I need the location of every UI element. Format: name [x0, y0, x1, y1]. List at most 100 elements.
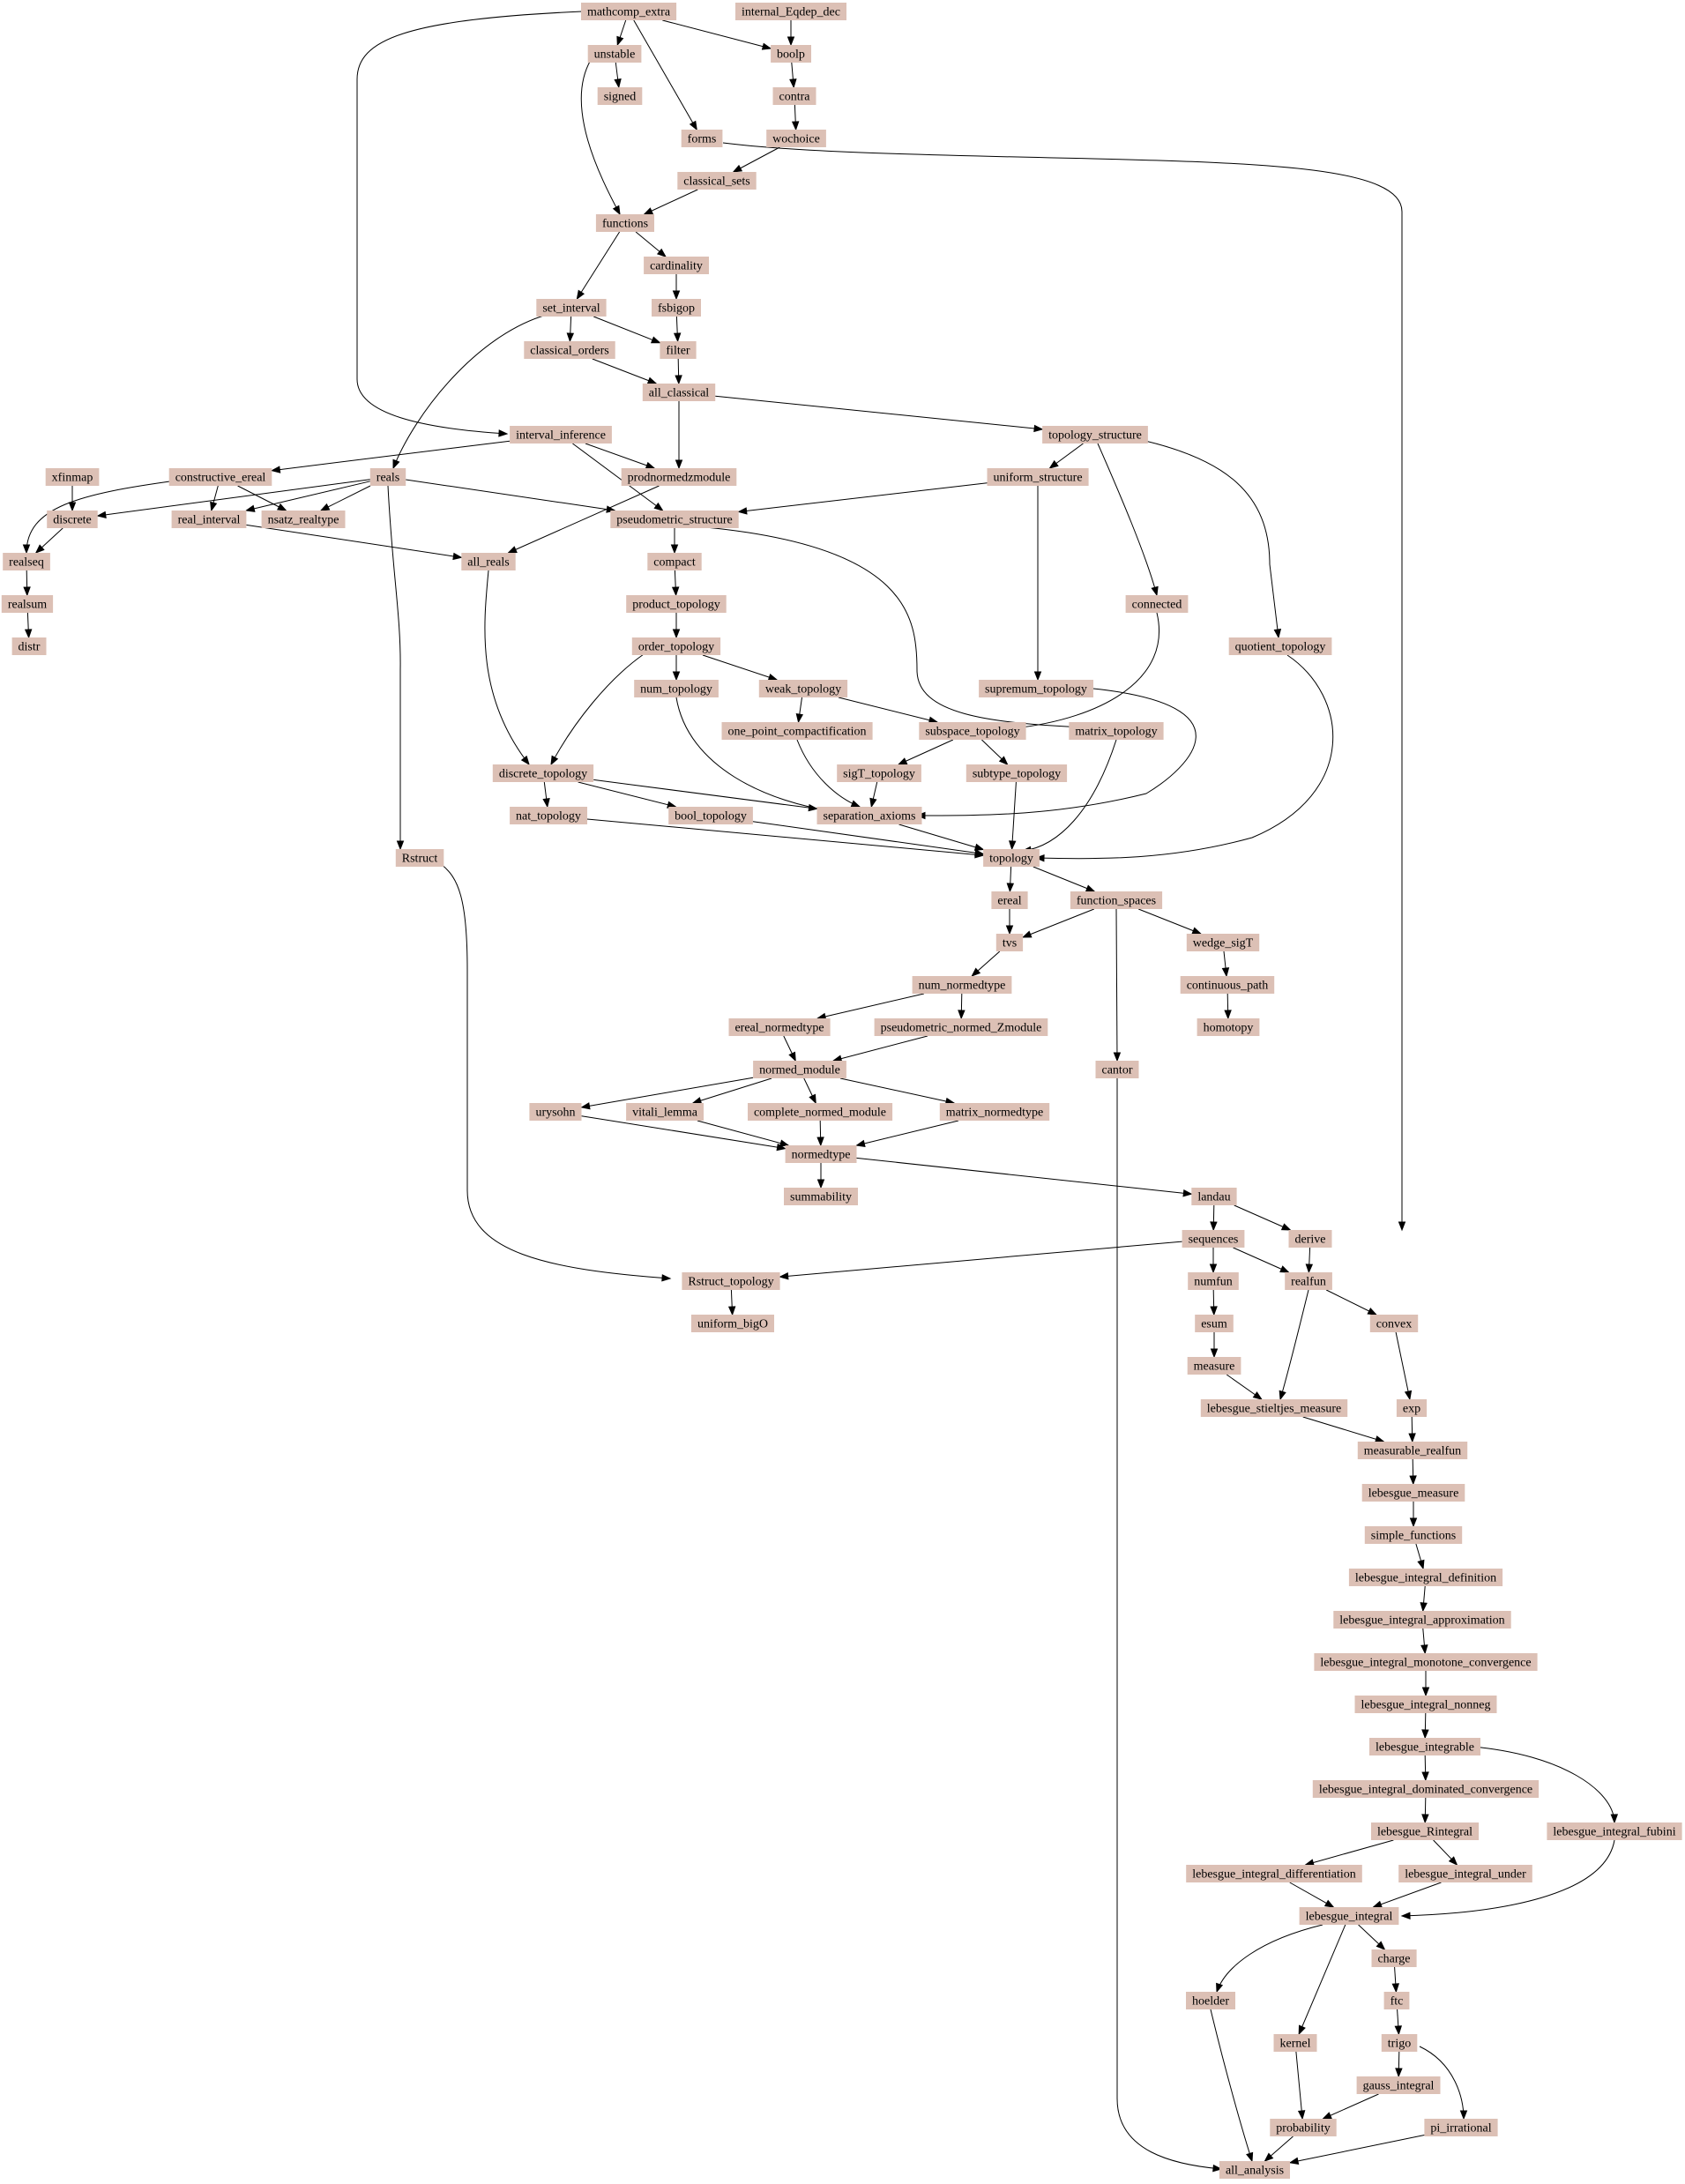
edge-num-normedtype-to-ereal-normedtype	[816, 993, 925, 1021]
node-numfun: numfun	[1188, 1272, 1239, 1290]
edge-set-interval-to-filter	[593, 316, 661, 344]
edge-ereal-normedtype-to-normed-module	[783, 1035, 796, 1062]
node-label: Rstruct_topology	[688, 1276, 773, 1289]
edge-wochoice-to-classical-sets	[732, 146, 780, 173]
edge-continuous-path-to-homotopy	[1224, 993, 1232, 1020]
edge-normedtype-to-landau	[856, 1157, 1193, 1197]
node-box	[1371, 1949, 1417, 1967]
edge-line	[738, 482, 988, 512]
edge-constructive-ereal-to-nsatz-realtype	[237, 485, 287, 511]
node-label: function_spaces	[1077, 895, 1156, 908]
arrowhead	[1006, 883, 1015, 893]
node-label: exp	[1403, 1403, 1420, 1416]
arrowhead	[1221, 967, 1230, 978]
node-box	[690, 1315, 774, 1332]
edge-line	[898, 824, 984, 850]
node-lebesgue-integral: lebesgue_integral	[1299, 1907, 1399, 1925]
node-realsum: realsum	[1, 595, 54, 613]
node-ereal: ereal	[991, 891, 1028, 909]
node-lebesgue-stieltjes-measure: lebesgue_stieltjes_measure	[1200, 1399, 1348, 1417]
edge-pseudometric-normed-zmodule-to-normed-module	[831, 1035, 928, 1062]
edge-cardinality-to-fsbigop	[672, 274, 681, 301]
edge-matrix-topology-to-topology	[1021, 739, 1117, 854]
arrowhead	[566, 332, 575, 343]
edge-classical-orders-to-all-classical	[592, 358, 658, 384]
arrowhead	[808, 803, 818, 812]
node-box	[728, 1018, 831, 1036]
node-box	[1270, 2119, 1337, 2136]
arrowhead	[869, 797, 877, 809]
edge-landau-to-sequences	[1210, 1204, 1218, 1232]
arrowhead	[550, 755, 559, 766]
node-box	[1361, 1484, 1465, 1502]
node-box	[1396, 1399, 1428, 1417]
node-box	[510, 807, 587, 824]
node-box	[11, 637, 47, 655]
node-label: urysohn	[535, 1107, 575, 1120]
node-all-reals: all_reals	[461, 553, 516, 570]
arrowhead	[737, 507, 748, 515]
arrowhead	[816, 1137, 824, 1147]
edge-urysohn-to-normedtype	[581, 1115, 787, 1152]
edge-num-normedtype-to-pseudometric-normed-zmodule	[958, 993, 966, 1020]
node-box	[1, 595, 54, 613]
node-label: functions	[602, 218, 648, 231]
node-label: complete_normed_module	[754, 1107, 886, 1120]
node-box	[979, 680, 1093, 697]
edge-line	[675, 697, 839, 813]
node-label: cardinality	[650, 260, 703, 273]
node-box	[1398, 1865, 1532, 1882]
node-convex: convex	[1369, 1315, 1419, 1332]
arrowhead	[614, 78, 622, 89]
node-label: measure	[1194, 1360, 1235, 1374]
node-weak-topology: weak_topology	[758, 680, 848, 697]
node-box	[1219, 2161, 1290, 2179]
edge-ftc-to-trigo	[1394, 2009, 1402, 2036]
arrowhead	[1372, 1900, 1383, 1908]
node-label: numfun	[1194, 1276, 1233, 1289]
node-box	[939, 1103, 1050, 1121]
arrowhead	[656, 248, 667, 257]
edge-interval-inference-to-pseudometric-structure	[572, 443, 664, 511]
node-box	[677, 172, 757, 190]
edge-order-topology-to-num-topology	[672, 655, 681, 682]
node-constructive-ereal: constructive_ereal	[168, 468, 272, 486]
node-nsatz-realtype: nsatz_realtype	[261, 511, 346, 528]
edge-line	[387, 485, 401, 849]
node-box	[581, 3, 677, 20]
arrowhead	[809, 1093, 816, 1105]
edge-product-topology-to-order-topology	[672, 613, 681, 639]
node-probability: probability	[1270, 2119, 1337, 2136]
node-box	[1273, 2034, 1317, 2052]
node-label: filter	[666, 345, 690, 358]
edge-charge-to-ftc	[1391, 1966, 1399, 1994]
node-lebesgue-rintegral: lebesgue_Rintegral	[1371, 1822, 1480, 1840]
node-nat-topology: nat_topology	[510, 807, 587, 824]
node-gauss-integral: gauss_integral	[1356, 2076, 1441, 2094]
node-box	[647, 553, 702, 570]
node-box	[1182, 1230, 1245, 1248]
node-matrix-topology: matrix_topology	[1069, 722, 1164, 740]
node-label: matrix_topology	[1075, 726, 1157, 739]
edge-bool-topology-to-topology	[752, 821, 985, 857]
node-distr: distr	[11, 637, 47, 655]
node-label: xfinmap	[52, 472, 93, 485]
node-label: summability	[790, 1191, 852, 1204]
node-label: kernel	[1280, 2038, 1311, 2051]
arrowhead	[23, 586, 31, 597]
edge-line	[1116, 1078, 1222, 2170]
node-label: classical_orders	[530, 345, 608, 358]
node-compact: compact	[647, 553, 702, 570]
node-box	[1186, 934, 1260, 951]
edge-line	[580, 59, 621, 215]
node-box	[1200, 1399, 1348, 1417]
node-label: num_normedtype	[919, 980, 1006, 993]
node-label: lebesgue_integral_nonneg	[1361, 1699, 1491, 1712]
arrowhead	[1459, 2110, 1468, 2121]
edge-realsum-to-distr	[24, 612, 33, 639]
arrowhead	[998, 756, 1009, 765]
node-all-analysis: all_analysis	[1219, 2161, 1290, 2179]
node-label: subspace_topology	[925, 726, 1019, 739]
edge-subspace-topology-to-subtype-topology	[981, 739, 1009, 765]
node-normed-module: normed_module	[753, 1061, 846, 1078]
